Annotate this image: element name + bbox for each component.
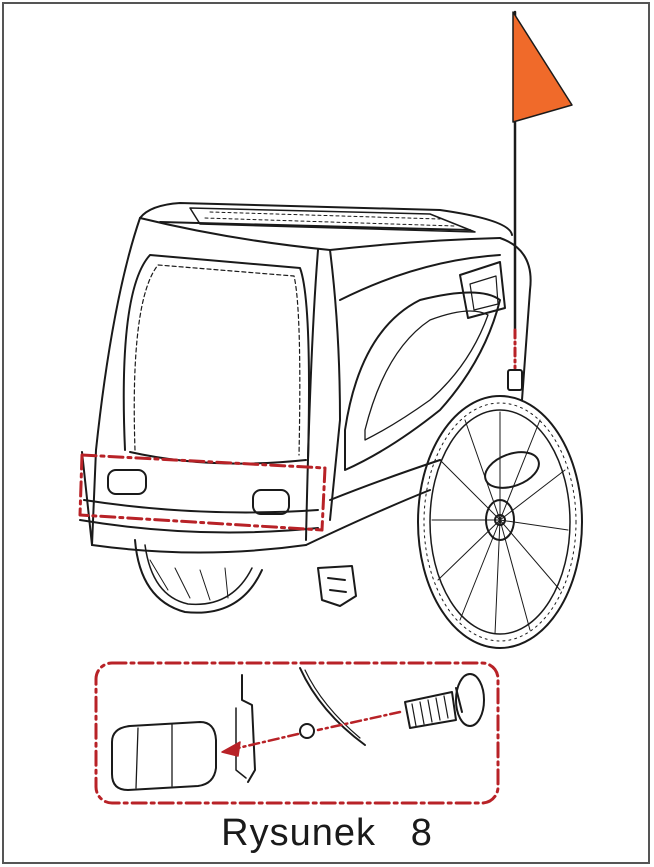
bumper-highlight [78,453,327,532]
flag-icon [507,10,573,391]
bolt-icon [404,673,485,729]
reflector-icon [111,721,217,791]
right-wheel [417,395,583,649]
arrow-icon [221,741,241,757]
left-wheel [134,539,263,614]
trailer-body [79,202,532,607]
figure-caption: Rysunek 8 [221,812,433,854]
reflector-icon [107,469,290,515]
detail-callout-box [94,661,500,805]
nut-icon [299,723,315,739]
detail-callout [111,667,485,791]
